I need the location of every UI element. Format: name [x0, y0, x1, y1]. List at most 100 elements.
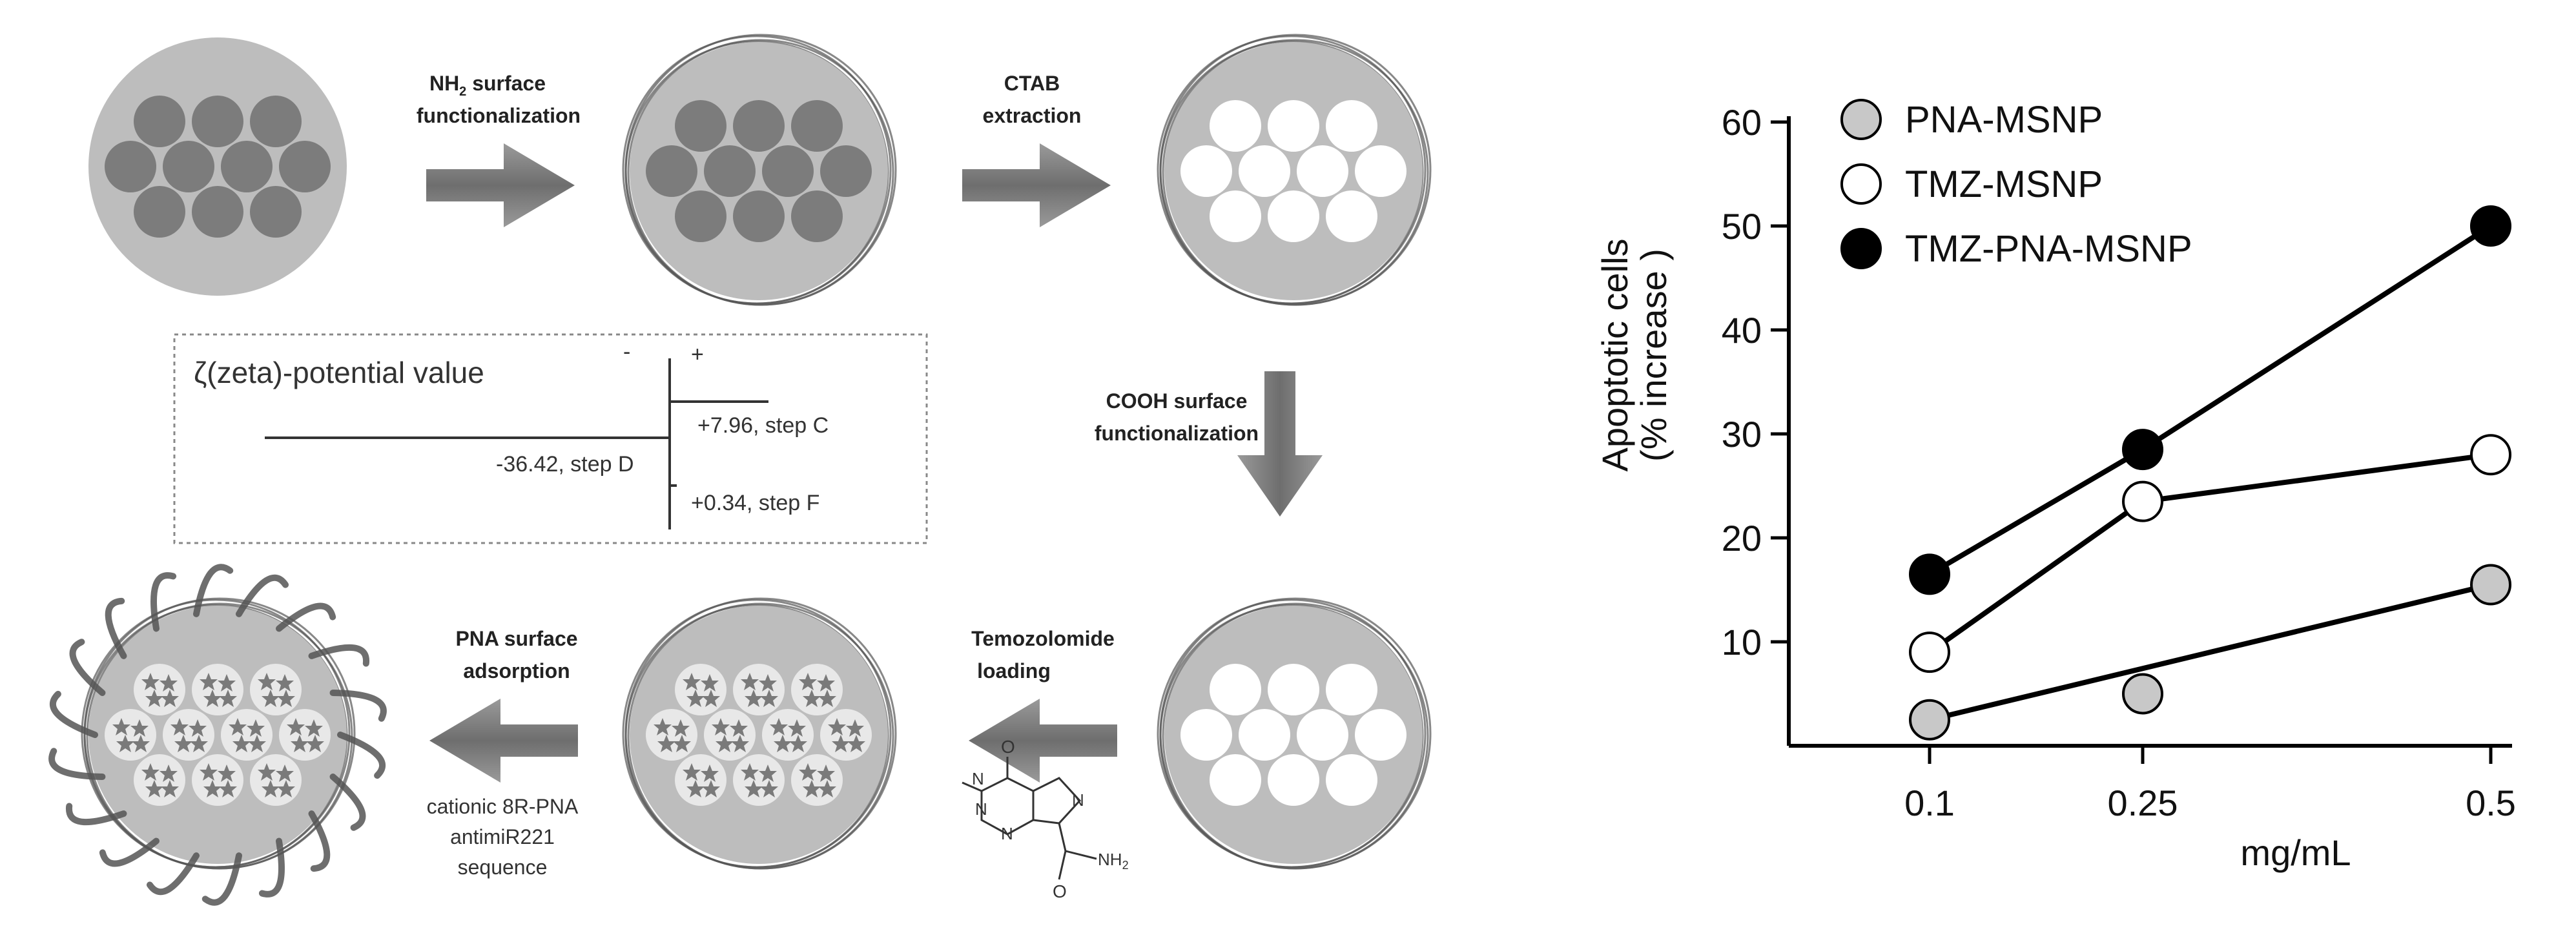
- mol-n-left: N: [975, 799, 987, 819]
- mol-o-bottom: O: [1053, 881, 1067, 901]
- pore: [1210, 664, 1261, 715]
- pore: [791, 664, 843, 715]
- pore: [221, 709, 273, 761]
- pore: [1355, 709, 1406, 761]
- pore: [1180, 145, 1232, 197]
- pore: [1268, 754, 1319, 806]
- temozolomide-structure: O N N N N O NH2: [962, 737, 1129, 901]
- pore: [1326, 190, 1377, 242]
- legend-marker-0: [1840, 99, 1882, 140]
- pore: [1297, 709, 1348, 761]
- arrow-right-1-icon: [426, 143, 575, 227]
- pore: [820, 709, 872, 761]
- y-tick-label: 40: [1722, 310, 1762, 351]
- pore: [675, 190, 726, 242]
- particle-pna-adsorbed: [48, 564, 387, 906]
- data-point-1-1: [2122, 480, 2163, 522]
- mol-nh2: NH2: [1098, 850, 1129, 872]
- data-point-2-2: [2470, 205, 2511, 247]
- zeta-step-c-label: +7.96, step C: [697, 413, 829, 438]
- pore: [733, 664, 785, 715]
- data-point-0-2: [2470, 564, 2511, 606]
- pore: [192, 754, 243, 806]
- pore: [1326, 754, 1377, 806]
- label-ctab-line1: CTAB: [1004, 72, 1060, 95]
- pore: [134, 754, 185, 806]
- series-line-1: [1928, 499, 2145, 655]
- pore: [1268, 100, 1319, 152]
- series-line-2: [2141, 223, 2493, 452]
- series-line-0: [1929, 582, 2491, 723]
- mol-n-methyl: N: [972, 769, 984, 788]
- y-tick-label: 60: [1722, 102, 1762, 143]
- y-tick-label: 20: [1722, 518, 1762, 559]
- pore: [1239, 709, 1290, 761]
- zeta-title: ζ(zeta)-potential value: [194, 356, 484, 389]
- pore: [762, 145, 814, 197]
- pore: [1355, 145, 1406, 197]
- pore: [704, 709, 756, 761]
- particle-nh2-functionalized: [622, 34, 897, 306]
- pore: [105, 709, 156, 761]
- legend-marker-1: [1840, 163, 1882, 205]
- pore: [820, 145, 872, 197]
- pore: [105, 141, 156, 192]
- data-point-0-0: [1909, 699, 1950, 741]
- pore: [134, 186, 185, 238]
- pore: [134, 664, 185, 715]
- zeta-potential-panel: ζ(zeta)-potential value - + +7.96, step …: [173, 333, 928, 544]
- data-point-0-1: [2122, 673, 2163, 715]
- mol-o-top: O: [1001, 737, 1015, 757]
- pore: [1297, 145, 1348, 197]
- pore: [791, 190, 843, 242]
- pore: [163, 141, 214, 192]
- pore: [250, 664, 302, 715]
- pore: [163, 709, 214, 761]
- pore: [646, 145, 697, 197]
- label-pna-line1: PNA surface: [455, 627, 577, 650]
- label-cooh-line2: functionalization: [1095, 422, 1259, 445]
- label-cationic-line1: cationic 8R-PNA: [427, 795, 579, 818]
- x-tick-label: 0.1: [1904, 783, 1955, 823]
- pore: [733, 190, 785, 242]
- pore: [704, 145, 756, 197]
- pore: [1239, 145, 1290, 197]
- pore: [1326, 664, 1377, 715]
- pore: [250, 96, 302, 147]
- label-pna-line2: adsorption: [463, 659, 570, 682]
- pore: [1210, 190, 1261, 242]
- label-tmz-line1: Temozolomide: [971, 627, 1115, 650]
- pore: [192, 664, 243, 715]
- label-nh2-line2: functionalization: [417, 104, 581, 127]
- pore: [279, 709, 331, 761]
- zeta-minus-sign: -: [623, 340, 630, 364]
- pore: [221, 141, 273, 192]
- legend-label-0: PNA-MSNP: [1905, 99, 2103, 141]
- zeta-plus-sign: +: [691, 342, 704, 367]
- zeta-step-f-label: +0.34, step F: [691, 491, 819, 515]
- label-cationic-line2: antimiR221: [450, 825, 555, 848]
- label-tmz-line2: loading: [977, 659, 1051, 682]
- label-cooh-line1: COOH surface: [1106, 389, 1248, 413]
- mol-n-bottom: N: [1001, 824, 1013, 843]
- y-tick-label: 10: [1722, 622, 1762, 662]
- pore: [733, 100, 785, 152]
- label-ctab-line2: extraction: [983, 104, 1082, 127]
- pore: [1210, 100, 1261, 152]
- pore: [250, 186, 302, 238]
- legend-marker-2: [1840, 228, 1882, 269]
- series-line-1: [2142, 452, 2491, 504]
- series-points: [1909, 205, 2511, 741]
- label-nh2-line1: NH2 surface: [429, 72, 546, 99]
- pore: [733, 754, 785, 806]
- pore: [1268, 664, 1319, 715]
- synthesis-scheme: NH2 surface functionalization CTAB extra…: [48, 34, 1432, 906]
- arrow-left-2-icon: [429, 699, 578, 783]
- pore: [675, 754, 726, 806]
- arrow-down-icon: [1237, 371, 1323, 517]
- pore: [1326, 100, 1377, 152]
